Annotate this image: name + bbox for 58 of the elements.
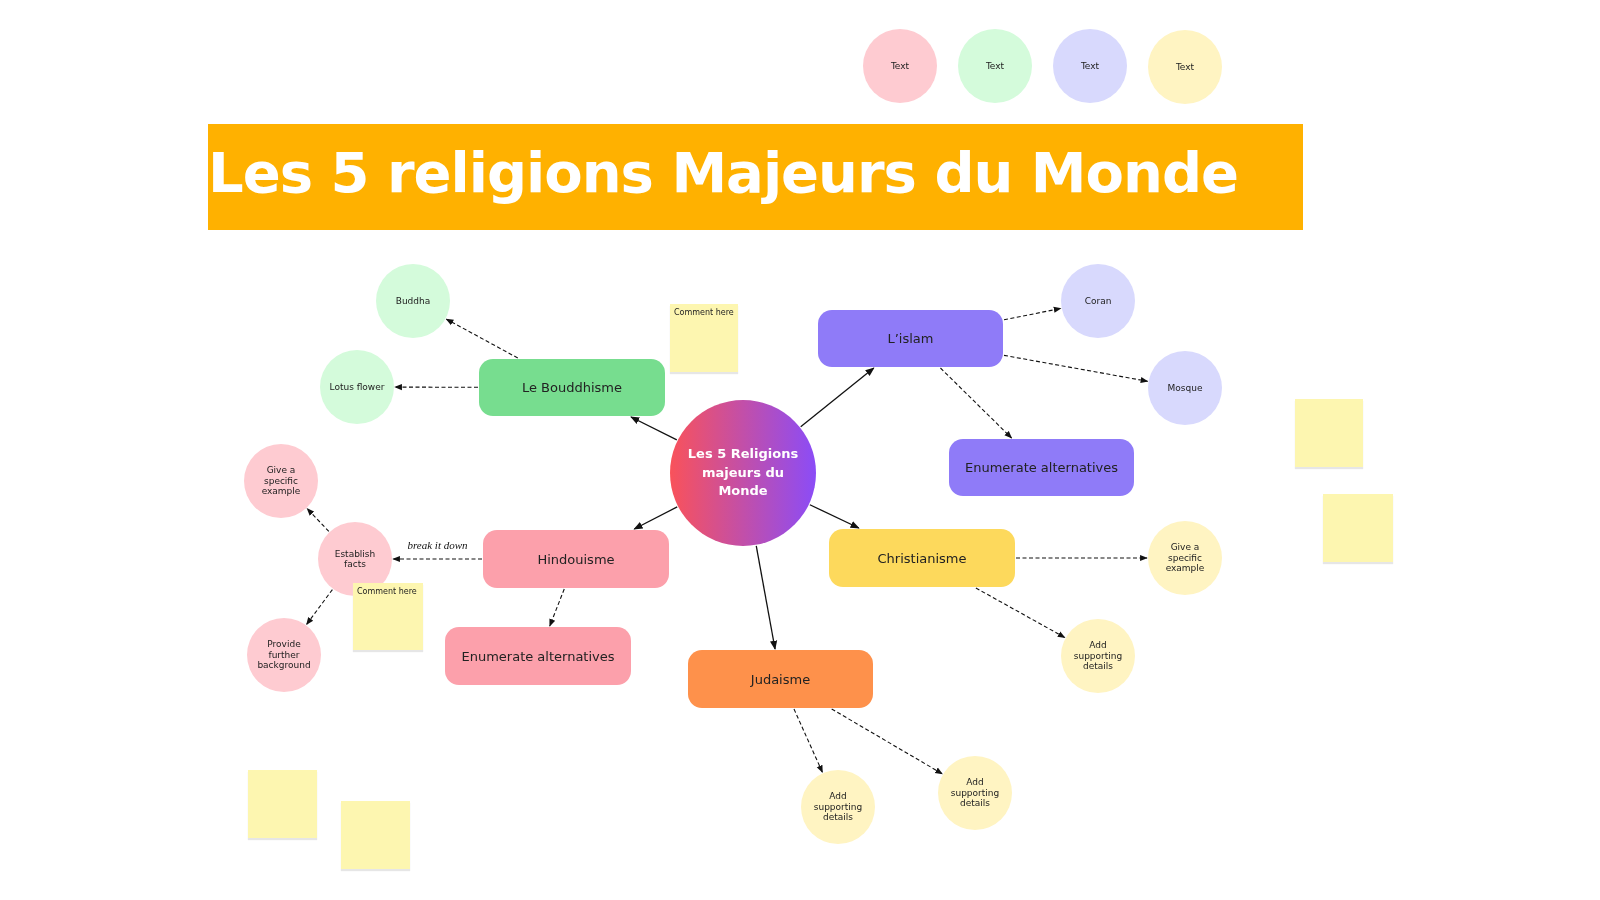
arrow xyxy=(633,506,678,530)
arrow xyxy=(975,587,1066,639)
node-label: Le Bouddhisme xyxy=(521,380,622,395)
sticky-note xyxy=(1323,494,1393,562)
node-label: Hindouisme xyxy=(537,551,615,567)
node-label: Christianisme xyxy=(877,550,967,566)
arrow xyxy=(1015,554,1148,562)
node-label: Add supporting details xyxy=(1072,640,1124,672)
arrow xyxy=(394,384,479,391)
node-label: Lotus flower xyxy=(329,381,385,393)
node-label: Establish facts xyxy=(333,548,377,570)
node-label: Text xyxy=(1175,61,1195,73)
node-label: Buddha xyxy=(395,295,431,307)
arrow xyxy=(809,504,860,529)
node-label: Give a specific example xyxy=(260,465,302,497)
sticky-note xyxy=(353,583,423,650)
arrow xyxy=(755,545,778,650)
sticky-note xyxy=(670,304,738,372)
node-label: Text xyxy=(985,60,1005,72)
node-label: Mosque xyxy=(1167,382,1203,394)
node-label: Enumerate alternatives xyxy=(964,460,1119,475)
sticky-note xyxy=(248,770,317,838)
node-label: Les 5 Religions majeurs du Monde xyxy=(686,444,800,501)
arrow xyxy=(1003,354,1149,384)
arrow xyxy=(939,367,1013,439)
topic-box xyxy=(818,310,1003,367)
sticky-note xyxy=(341,801,410,869)
arrow xyxy=(392,555,483,563)
node-label: Enumerate alternatives xyxy=(461,648,615,664)
node-label: Give a specific example xyxy=(1164,542,1206,574)
topic-box xyxy=(445,627,631,685)
node-label: Text xyxy=(890,60,910,72)
topic-box xyxy=(483,530,669,588)
arrow xyxy=(800,367,875,428)
arrow xyxy=(306,508,330,532)
arrow xyxy=(306,589,333,626)
node-label: Add supporting details xyxy=(949,777,1001,809)
topic-box xyxy=(949,439,1134,496)
comment-text: Comment here xyxy=(357,587,417,596)
arrow xyxy=(630,416,678,441)
topic-box xyxy=(479,359,665,416)
node-label: Judaisme xyxy=(750,671,811,687)
node-label: Provide further background xyxy=(256,639,312,671)
arrow xyxy=(445,318,519,359)
comment-text: Comment here xyxy=(674,308,734,317)
node-label: Text xyxy=(1080,60,1100,72)
arrow xyxy=(831,708,943,775)
title: Les 5 religions Majeurs du Monde xyxy=(208,140,1238,205)
node-label: Add supporting details xyxy=(812,791,864,823)
edge-label: break it down xyxy=(405,539,470,551)
node-label: Coran xyxy=(1084,295,1112,307)
node-label: L’islam xyxy=(887,331,934,346)
topic-box xyxy=(829,529,1015,587)
sticky-note xyxy=(1295,399,1363,467)
arrow xyxy=(793,708,823,774)
arrow xyxy=(549,588,565,627)
topic-box xyxy=(688,650,873,708)
arrow xyxy=(1003,306,1062,321)
